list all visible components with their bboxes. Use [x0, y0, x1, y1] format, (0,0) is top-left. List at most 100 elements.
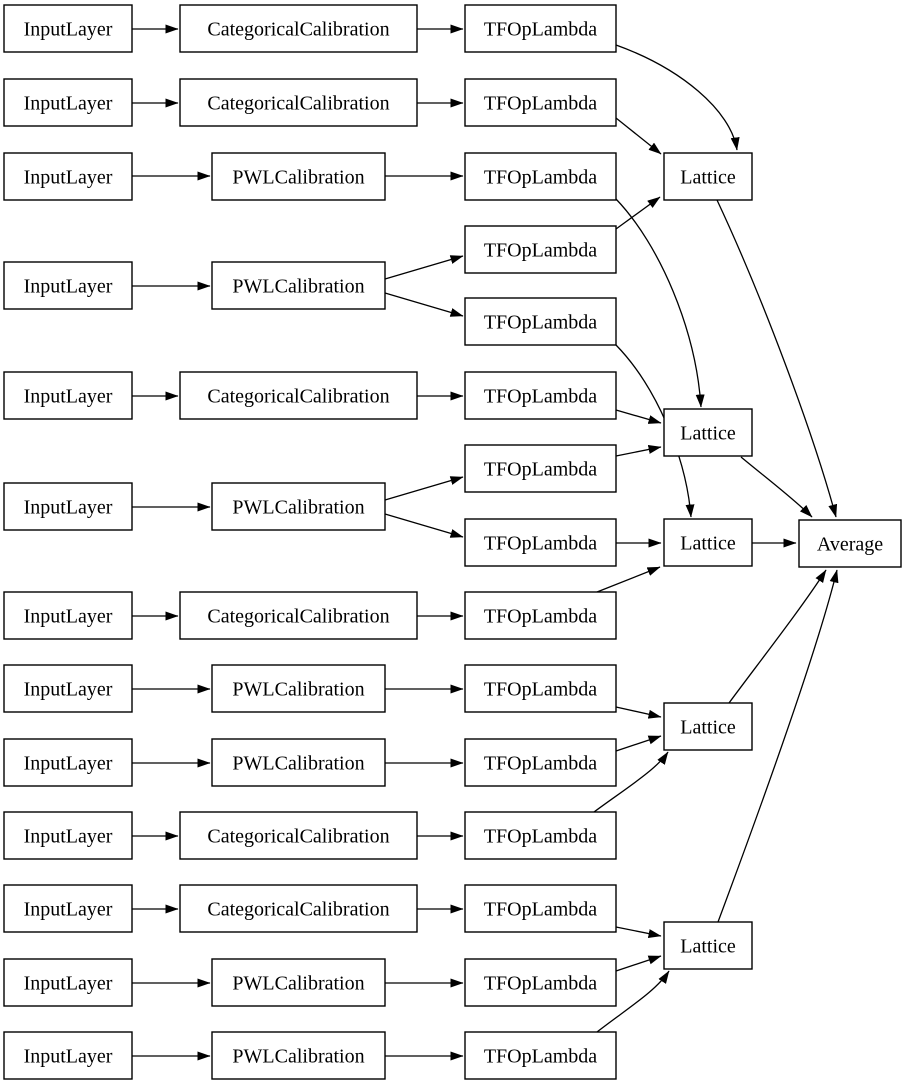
node-box-input11: [3, 884, 133, 933]
node-box-lattice4: [663, 702, 753, 751]
node-box-tfop15: [464, 1031, 617, 1080]
node-box-cal2: [179, 78, 418, 127]
node-tfop13: TFOpLambda: [464, 884, 617, 933]
node-box-lattice3: [663, 518, 753, 567]
node-box-tfop2: [464, 78, 617, 127]
node-tfop1: TFOpLambda: [464, 4, 617, 53]
node-label-tfop14: TFOpLambda: [484, 973, 597, 995]
node-label-input4: InputLayer: [24, 276, 113, 298]
node-input7: InputLayer: [3, 591, 133, 640]
node-lattice3: Lattice: [663, 518, 753, 567]
nodes-layer: InputLayerInputLayerInputLayerInputLayer…: [3, 4, 902, 1080]
node-box-average: [798, 519, 902, 568]
node-cal3: PWLCalibration: [211, 152, 386, 201]
edge-tfop11-lattice4: [615, 735, 662, 752]
node-input8: InputLayer: [3, 664, 133, 713]
node-label-input13: InputLayer: [24, 1046, 113, 1068]
node-box-tfop4: [464, 225, 617, 274]
node-label-input7: InputLayer: [24, 606, 113, 628]
node-box-lattice2: [663, 408, 753, 457]
edges-layer: [132, 24, 839, 1061]
node-lattice1: Lattice: [663, 152, 753, 201]
node-box-tfop9: [464, 591, 617, 640]
edge-lattice5-average: [717, 569, 839, 923]
node-input9: InputLayer: [3, 738, 133, 787]
node-input5: InputLayer: [3, 371, 133, 420]
edge-tfop14-lattice5: [615, 955, 662, 972]
node-label-cal5: CategoricalCalibration: [207, 386, 389, 408]
node-box-tfop13: [464, 884, 617, 933]
node-box-cal9: [211, 738, 386, 787]
edge-tfop6-lattice2: [615, 409, 662, 424]
node-box-input5: [3, 371, 133, 420]
node-box-cal4: [211, 261, 386, 310]
node-box-input8: [3, 664, 133, 713]
node-box-lattice5: [663, 921, 753, 970]
edge-lattice2-average: [740, 456, 813, 518]
node-cal4: PWLCalibration: [211, 261, 386, 310]
node-cal12: PWLCalibration: [211, 958, 386, 1007]
edge-tfop3-lattice2: [615, 198, 705, 408]
node-label-lattice5: Lattice: [680, 936, 736, 958]
node-box-input10: [3, 811, 133, 860]
node-box-cal13: [211, 1031, 386, 1080]
node-cal1: CategoricalCalibration: [179, 4, 418, 53]
node-cal7: CategoricalCalibration: [179, 591, 418, 640]
node-cal5: CategoricalCalibration: [179, 371, 418, 420]
node-box-lattice1: [663, 152, 753, 201]
node-tfop7: TFOpLambda: [464, 444, 617, 493]
node-box-tfop12: [464, 811, 617, 860]
edge-tfop4-lattice1: [615, 196, 661, 230]
node-tfop5: TFOpLambda: [464, 297, 617, 346]
node-box-tfop5: [464, 297, 617, 346]
node-lattice5: Lattice: [663, 921, 753, 970]
node-label-tfop9: TFOpLambda: [484, 606, 597, 628]
edge-tfop10-lattice4: [615, 706, 662, 719]
node-box-tfop6: [464, 371, 617, 420]
node-tfop3: TFOpLambda: [464, 152, 617, 201]
node-cal10: CategoricalCalibration: [179, 811, 418, 860]
node-label-tfop15: TFOpLambda: [484, 1046, 597, 1068]
node-label-average: Average: [817, 534, 883, 556]
node-tfop8: TFOpLambda: [464, 518, 617, 567]
node-label-tfop10: TFOpLambda: [484, 679, 597, 701]
node-label-cal4: PWLCalibration: [232, 276, 364, 298]
node-input6: InputLayer: [3, 482, 133, 531]
node-box-input7: [3, 591, 133, 640]
node-box-input4: [3, 261, 133, 310]
node-input11: InputLayer: [3, 884, 133, 933]
node-input3: InputLayer: [3, 152, 133, 201]
node-cal11: CategoricalCalibration: [179, 884, 418, 933]
node-box-tfop10: [464, 664, 617, 713]
node-box-cal10: [179, 811, 418, 860]
node-label-input8: InputLayer: [24, 679, 113, 701]
node-label-tfop5: TFOpLambda: [484, 312, 597, 334]
node-label-input10: InputLayer: [24, 826, 113, 848]
node-label-tfop6: TFOpLambda: [484, 386, 597, 408]
node-label-cal9: PWLCalibration: [232, 753, 364, 775]
edge-tfop13-lattice5: [615, 926, 662, 938]
node-box-tfop3: [464, 152, 617, 201]
node-tfop11: TFOpLambda: [464, 738, 617, 787]
node-label-cal6: PWLCalibration: [232, 497, 364, 519]
node-tfop12: TFOpLambda: [464, 811, 617, 860]
node-label-input9: InputLayer: [24, 753, 113, 775]
node-input2: InputLayer: [3, 78, 133, 127]
node-input1: InputLayer: [3, 4, 133, 53]
node-label-tfop11: TFOpLambda: [484, 753, 597, 775]
node-label-tfop1: TFOpLambda: [484, 19, 597, 41]
node-box-tfop8: [464, 518, 617, 567]
node-tfop6: TFOpLambda: [464, 371, 617, 420]
node-label-tfop3: TFOpLambda: [484, 167, 597, 189]
node-label-cal12: PWLCalibration: [232, 973, 364, 995]
node-lattice4: Lattice: [663, 702, 753, 751]
node-label-input12: InputLayer: [24, 973, 113, 995]
node-label-lattice2: Lattice: [680, 423, 736, 445]
node-label-cal1: CategoricalCalibration: [207, 19, 389, 41]
node-label-input2: InputLayer: [24, 93, 113, 115]
node-box-input9: [3, 738, 133, 787]
edge-lattice4-average: [728, 569, 827, 704]
node-label-tfop13: TFOpLambda: [484, 899, 597, 921]
